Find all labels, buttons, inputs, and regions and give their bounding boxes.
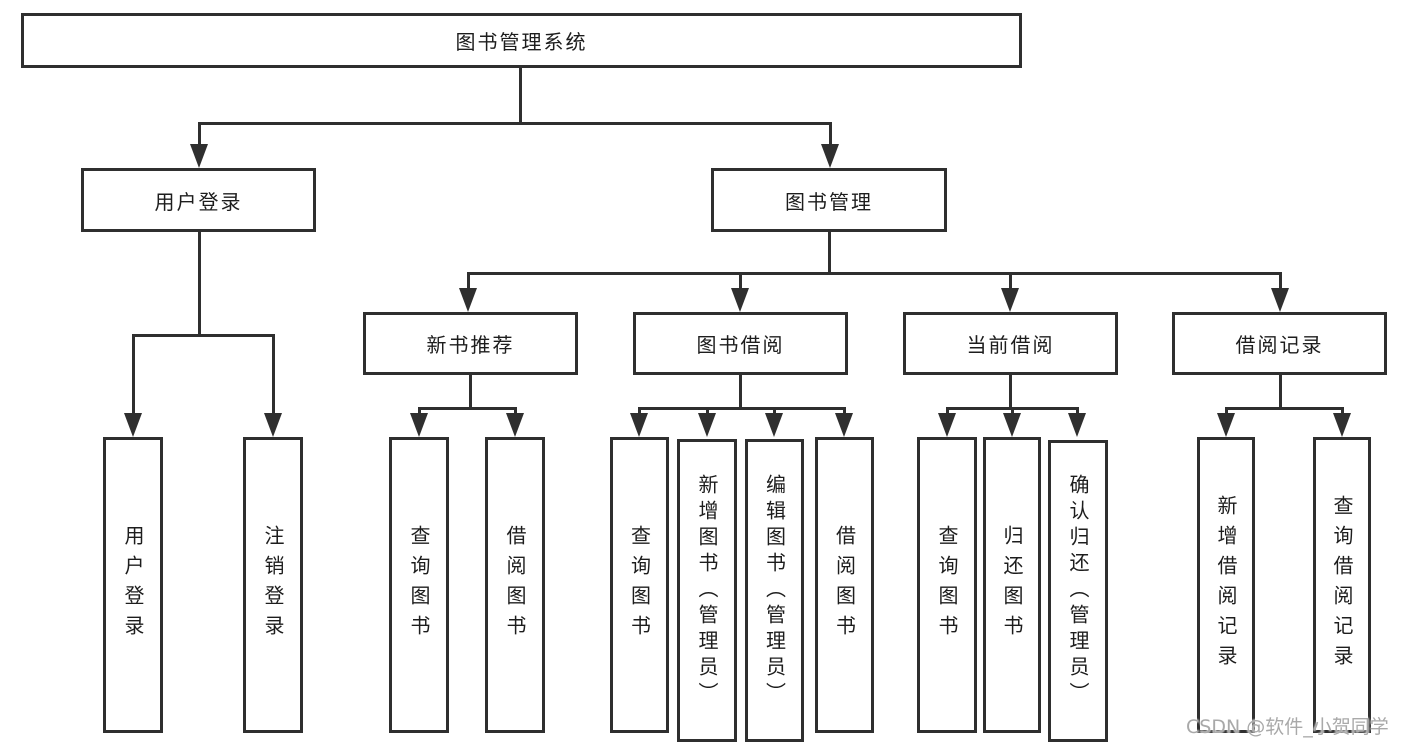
leaf-query-books: 查询图书 [389, 437, 449, 733]
leaf-logout: 注销登录 [243, 437, 303, 733]
leaf-add-book-admin: 新增图书（管理员） [677, 439, 737, 742]
arrow-down-icon [1217, 413, 1235, 437]
arrow-down-icon [410, 413, 428, 437]
connector-stem [829, 122, 832, 148]
leaf-label: 查询图书 [935, 525, 959, 645]
connector-stem [198, 232, 201, 336]
connector-stem [706, 407, 709, 415]
arrow-down-icon [190, 144, 208, 168]
connector-stem [198, 122, 201, 148]
node-book-management: 图书管理 [711, 168, 947, 232]
leaf-label: 新增借阅记录 [1214, 495, 1238, 675]
leaf-return-books: 归还图书 [983, 437, 1041, 733]
arrow-down-icon [630, 413, 648, 437]
arrow-down-icon [459, 288, 477, 312]
connector-stem [946, 407, 949, 415]
connector-stem [1011, 407, 1014, 415]
arrow-down-icon [835, 413, 853, 437]
leaf-edit-book-admin: 编辑图书（管理员） [745, 439, 804, 742]
leaf-query-borrow-record: 查询借阅记录 [1313, 437, 1371, 733]
connector-level3-branch [467, 272, 1282, 275]
connector-stem [1279, 272, 1282, 290]
arrow-down-icon [1068, 413, 1086, 437]
leaf-label: 借阅图书 [832, 525, 857, 645]
leaf-query-books: 查询图书 [610, 437, 669, 733]
leaf-label: 归还图书 [1000, 525, 1024, 645]
node-label: 借阅记录 [1235, 333, 1324, 357]
connector-root-stem [519, 68, 522, 122]
arrow-down-icon [124, 413, 142, 437]
leaf-label: 确认归还（管理员） [1066, 474, 1090, 708]
leaf-label: 注销登录 [261, 525, 285, 645]
connector-stem [418, 407, 421, 415]
arrow-down-icon [765, 413, 783, 437]
leaf-label: 借阅图书 [503, 525, 527, 645]
node-user-login: 用户登录 [81, 168, 316, 232]
connector-branch [132, 334, 275, 337]
connector-stem [1009, 272, 1012, 290]
connector-level2-branch [198, 122, 832, 125]
node-label: 新书推荐 [426, 333, 515, 357]
connector-stem [843, 407, 846, 415]
arrow-down-icon [1001, 288, 1019, 312]
leaf-add-borrow-record: 新增借阅记录 [1197, 437, 1255, 733]
connector-stem [1076, 407, 1079, 415]
csdn-watermark: CSDN @软件_小贺同学 [1186, 716, 1389, 738]
connector-stem [1009, 375, 1012, 409]
node-book-borrow: 图书借阅 [633, 312, 848, 375]
node-new-book-recommend: 新书推荐 [363, 312, 578, 375]
leaf-query-books: 查询图书 [917, 437, 977, 733]
connector-stem [828, 232, 831, 274]
arrow-down-icon [1271, 288, 1289, 312]
node-label: 用户登录 [154, 189, 243, 214]
connector-stem [514, 407, 517, 415]
connector-stem [638, 407, 641, 415]
node-borrow-records: 借阅记录 [1172, 312, 1387, 375]
connector-stem [739, 272, 742, 290]
connector-branch [1225, 407, 1343, 410]
leaf-confirm-return-admin: 确认归还（管理员） [1048, 440, 1108, 742]
arrow-down-icon [506, 413, 524, 437]
leaf-label: 查询图书 [407, 525, 431, 645]
connector-stem [773, 407, 776, 415]
connector-stem [1225, 407, 1228, 415]
leaf-label: 查询图书 [627, 525, 652, 645]
arrow-down-icon [731, 288, 749, 312]
connector-stem [1279, 375, 1282, 409]
leaf-label: 编辑图书（管理员） [762, 473, 787, 708]
connector-branch [418, 407, 517, 410]
leaf-label: 查询借阅记录 [1330, 495, 1354, 675]
node-label: 图书借阅 [696, 333, 785, 357]
connector-branch [638, 407, 846, 410]
node-label: 图书管理系统 [455, 30, 588, 54]
leaf-label: 新增图书（管理员） [695, 473, 719, 708]
arrow-down-icon [821, 144, 839, 168]
arrow-down-icon [938, 413, 956, 437]
leaf-borrow-books: 借阅图书 [815, 437, 874, 733]
node-current-borrow: 当前借阅 [903, 312, 1118, 375]
leaf-user-login: 用户登录 [103, 437, 163, 733]
arrow-down-icon [1003, 413, 1021, 437]
node-label: 图书管理 [785, 189, 873, 214]
connector-stem [272, 334, 275, 415]
node-library-system: 图书管理系统 [21, 13, 1022, 68]
connector-stem [1341, 407, 1344, 415]
arrow-down-icon [264, 413, 282, 437]
connector-stem [739, 375, 742, 409]
leaf-borrow-books: 借阅图书 [485, 437, 545, 733]
arrow-down-icon [1333, 413, 1351, 437]
connector-stem [469, 375, 472, 409]
connector-stem [132, 334, 135, 415]
connector-stem [467, 272, 470, 290]
node-label: 当前借阅 [966, 333, 1055, 357]
leaf-label: 用户登录 [121, 525, 145, 645]
arrow-down-icon [698, 413, 716, 437]
